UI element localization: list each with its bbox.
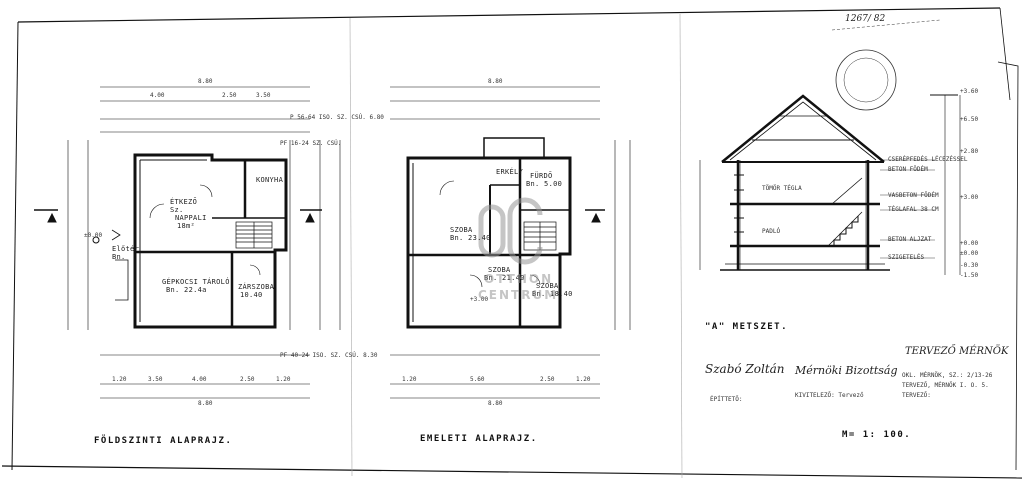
scale-label: M= 1: 100. xyxy=(842,430,912,440)
room-label: SZOBA xyxy=(536,282,559,290)
section-level: ±0.00 xyxy=(960,250,979,257)
room-area: Bn. 23.40 xyxy=(450,234,491,242)
ground-note-top: P 56-64 ISO. SZ. CSÚ. 6.80 xyxy=(290,114,384,121)
section-level: +3.00 xyxy=(960,194,979,201)
signature-2: Mérnöki Bizottság xyxy=(795,364,898,377)
section-level: +6.50 xyxy=(960,116,979,123)
room-area: 18m² xyxy=(177,222,196,230)
room-area: Bn. 21.40 xyxy=(484,274,525,282)
signature-1-role: ÉPÍTTETŐ: xyxy=(710,396,743,403)
section-a-drawing xyxy=(699,94,961,275)
dim-segment: 1.20 xyxy=(402,376,417,383)
section-note: TÉGLAFAL 38 CM xyxy=(888,206,939,213)
signature-3-line3: TERVEZŐ, MÉRNÖK I. O. 5. xyxy=(902,382,989,389)
ground-plan-title: FÖLDSZINTI ALAPRAJZ. xyxy=(94,436,233,446)
level-point-upper: +3.00 xyxy=(470,296,489,303)
dim-top-total: 8.80 xyxy=(198,78,213,85)
level-point: ±0.00 xyxy=(84,232,103,239)
signature-2-role: KIVITELEZŐ: Tervező xyxy=(795,392,864,399)
ground-floor-plan xyxy=(34,86,341,399)
dim-upper-bottom-total: 8.80 xyxy=(488,400,503,407)
room-label: KONYHA xyxy=(256,176,284,184)
room-label: NAPPALI xyxy=(175,214,207,222)
watermark-line1: OTTHON xyxy=(484,272,554,286)
watermark-logo-shape xyxy=(478,197,543,265)
section-note: CSERÉPFEDÉS LÉCEZÉSSEL xyxy=(888,156,968,163)
dim-segment: 2.50 xyxy=(540,376,555,383)
dim-segment: 3.50 xyxy=(148,376,163,383)
section-note: PADLÓ xyxy=(762,228,781,235)
dim-segment: 1.20 xyxy=(112,376,127,383)
sheet-frame xyxy=(1,7,1023,479)
axis-mark: 3.50 xyxy=(256,92,271,99)
section-level: -1.50 xyxy=(960,272,979,279)
room-area: Bn. 22.4a xyxy=(166,286,207,294)
dim-segment: 1.20 xyxy=(576,376,591,383)
signature-3-line2: OKL. MÉRNÖK, SZ.: 2/13-26 xyxy=(902,372,993,379)
section-note: BETON FÖDÉM xyxy=(888,166,928,173)
room-area: Sz. xyxy=(170,206,184,214)
room-area: Bn. xyxy=(112,253,126,261)
room-label: Előtér xyxy=(112,245,140,253)
section-note: SZIGETELÉS xyxy=(888,254,925,261)
room-label: ERKÉLY xyxy=(496,168,524,176)
section-note: TÖMÖR TÉGLA xyxy=(762,185,802,192)
section-level: +2.80 xyxy=(960,148,979,155)
signature-1: Szabó Zoltán xyxy=(705,362,785,376)
section-level: +3.60 xyxy=(960,88,979,95)
room-area: Bn. 18.40 xyxy=(532,290,573,298)
room-label: ZÁRSZOBA xyxy=(238,283,275,291)
room-label: SZOBA xyxy=(488,266,511,274)
room-label: SZOBA xyxy=(450,226,473,234)
stamp xyxy=(831,19,941,111)
room-label: ÉTKEZŐ xyxy=(170,198,198,206)
section-title: "A" METSZET. xyxy=(705,322,789,332)
dim-segment: 2.50 xyxy=(240,376,255,383)
upper-plan-title: EMELETI ALAPRAJZ. xyxy=(420,434,538,444)
axis-mark: 4.00 xyxy=(150,92,165,99)
dim-upper-top-total: 8.80 xyxy=(488,78,503,85)
section-note: VASBETON FÖDÉM xyxy=(888,192,939,199)
stamp-number: 1267/ 82 xyxy=(845,14,886,24)
section-note: BETON ALJZAT xyxy=(888,236,932,243)
signature-3: TERVEZŐ MÉRNÖK xyxy=(905,346,1009,357)
ground-note-top2: PF 16-24 SZ. CSÚ. xyxy=(280,140,342,147)
ground-stairs xyxy=(235,221,273,249)
dim-ground-bottom-total: 8.80 xyxy=(198,400,213,407)
signature-3-line4: TERVEZŐ: xyxy=(902,392,931,399)
room-area: 10.40 xyxy=(240,291,263,299)
dim-segment: 5.60 xyxy=(470,376,485,383)
watermark-line2: CENTRUM xyxy=(478,288,559,302)
section-level: -0.30 xyxy=(960,262,979,269)
dim-segment: 4.00 xyxy=(192,376,207,383)
room-area: Bn. 5.00 xyxy=(526,180,563,188)
upper-floor-plan xyxy=(390,86,631,399)
ground-note-bottom: PF 40-24 ISO. SZ. CSÚ. 8.30 xyxy=(280,352,378,359)
dim-segment: 1.20 xyxy=(276,376,291,383)
room-label: FÜRDŐ xyxy=(530,172,553,180)
room-label: GÉPKOCSI TÁROLÓ xyxy=(162,278,230,286)
section-level: +0.00 xyxy=(960,240,979,247)
axis-mark: 2.50 xyxy=(222,92,237,99)
